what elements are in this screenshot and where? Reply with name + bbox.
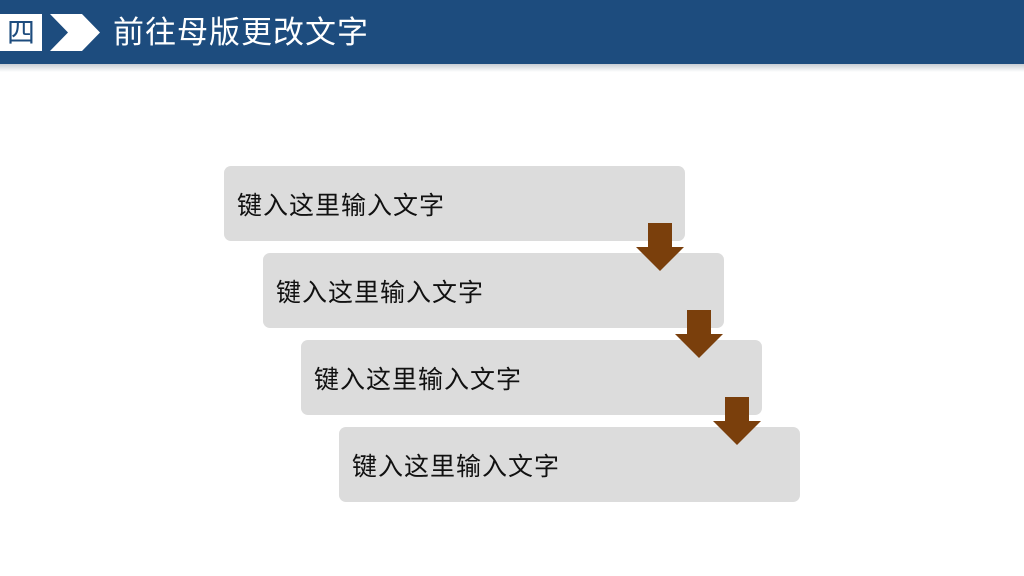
chevron-right-icon <box>50 14 100 51</box>
step-label: 键入这里输入文字 <box>352 451 561 481</box>
step-label: 键入这里输入文字 <box>314 364 523 394</box>
page-title: 前往母版更改文字 <box>113 15 369 51</box>
step-label: 键入这里输入文字 <box>237 190 446 220</box>
step-box-4[interactable]: 键入这里输入文字 <box>339 427 800 502</box>
section-number-box: 四 <box>0 14 42 51</box>
step-box-1[interactable]: 键入这里输入文字 <box>224 166 685 241</box>
step-label: 键入这里输入文字 <box>276 277 485 307</box>
section-number: 四 <box>6 15 35 49</box>
arrow-down-icon <box>675 310 723 358</box>
step-box-2[interactable]: 键入这里输入文字 <box>263 253 724 328</box>
header-shadow <box>0 64 1024 72</box>
step-box-3[interactable]: 键入这里输入文字 <box>301 340 762 415</box>
arrow-down-icon <box>636 223 684 271</box>
header-bar: 四 前往母版更改文字 <box>0 0 1024 64</box>
arrow-down-icon <box>713 397 761 445</box>
